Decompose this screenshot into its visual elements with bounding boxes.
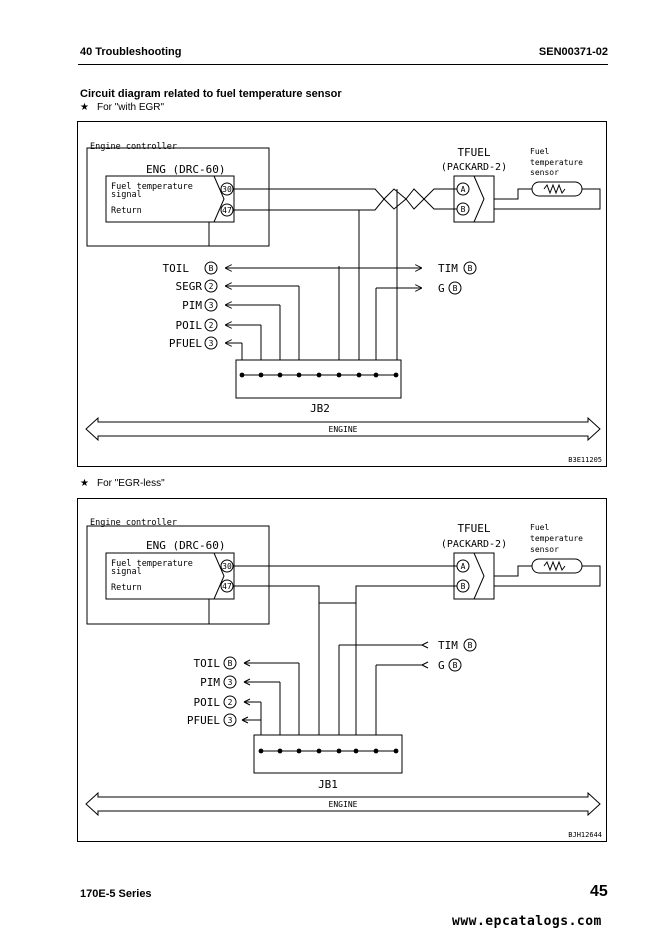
left-connector-pin: B bbox=[228, 659, 233, 668]
pin-47: 47 bbox=[222, 206, 232, 215]
sensor-pin-a: A bbox=[461, 562, 466, 571]
page-title: Circuit diagram related to fuel temperat… bbox=[80, 88, 342, 100]
left-connector-name: TOIL bbox=[163, 262, 190, 275]
diagram-svg: Engine controller ENG (DRC-60) Fuel temp… bbox=[85, 142, 602, 464]
engine-controller-box bbox=[86, 525, 270, 625]
sensor-label-3: sensor bbox=[530, 545, 559, 554]
right-connector-pin: B bbox=[468, 264, 473, 273]
circuit-diagram-with-egr: Engine controller ENG (DRC-60) Fuel temp… bbox=[77, 121, 607, 467]
caption-text: For "with EGR" bbox=[96, 102, 165, 113]
circuit-diagram-egr-less: Engine controller ENG (DRC-60) Fuel temp… bbox=[77, 498, 607, 842]
pin-47: 47 bbox=[222, 582, 232, 591]
sensor-pin-b: B bbox=[461, 582, 466, 591]
tfuel-connector-body bbox=[453, 175, 495, 223]
caption-text: For "EGR-less" bbox=[96, 478, 165, 489]
diagram-svg: Engine controller ENG (DRC-60) Fuel temp… bbox=[85, 518, 602, 839]
left-connector-pin: 3 bbox=[209, 339, 214, 348]
eng-connector-label: ENG (DRC-60) bbox=[146, 163, 225, 176]
junction-label: JB2 bbox=[310, 402, 330, 415]
tfuel-connector-body bbox=[453, 552, 495, 600]
series-label: 170E-5 Series bbox=[80, 888, 152, 900]
right-connector-name: TIM bbox=[438, 639, 458, 652]
sensor-label-1: Fuel bbox=[530, 147, 549, 156]
left-connector-pin: 2 bbox=[209, 321, 214, 330]
tfuel-label: TFUEL bbox=[457, 146, 490, 159]
jb1-dots bbox=[258, 748, 399, 754]
figure-code: BJH12644 bbox=[568, 831, 602, 839]
left-connector-pin: 2 bbox=[228, 698, 233, 707]
right-connector-name: G bbox=[438, 659, 445, 672]
sensor-label-3: sensor bbox=[530, 168, 559, 177]
right-connector-pin: B bbox=[453, 284, 458, 293]
engine-controller-box bbox=[86, 147, 270, 247]
return-label: Return bbox=[111, 206, 142, 216]
doc-code: SEN00371-02 bbox=[538, 46, 608, 58]
left-connector-name: TOIL bbox=[194, 657, 221, 670]
sensor-label-2: temperature bbox=[530, 158, 583, 167]
pin-30: 30 bbox=[222, 562, 232, 571]
signal-label-1: Fuel temperature bbox=[111, 559, 193, 569]
tfuel-label: TFUEL bbox=[457, 522, 490, 535]
left-connector-name: POIL bbox=[194, 696, 221, 709]
left-connector-pin: 3 bbox=[228, 716, 233, 725]
harness-label: ENGINE bbox=[329, 425, 358, 434]
sensor-label-1: Fuel bbox=[530, 523, 549, 532]
header-rule bbox=[78, 64, 608, 65]
sensor-pin-b: B bbox=[461, 205, 466, 214]
eng-connector-body bbox=[105, 552, 235, 600]
right-connector-name: TIM bbox=[438, 262, 458, 275]
engine-harness-arrow bbox=[85, 416, 601, 442]
junction-label: JB1 bbox=[318, 778, 338, 791]
engine-harness-arrow bbox=[85, 791, 601, 817]
return-label: Return bbox=[111, 583, 142, 593]
left-connector-pin: 2 bbox=[209, 282, 214, 291]
right-connector-pin: B bbox=[468, 641, 473, 650]
left-connector-pin: 3 bbox=[228, 678, 233, 687]
jb1-box bbox=[253, 734, 403, 774]
right-connector-name: G bbox=[438, 282, 445, 295]
left-connector-name: SEGR bbox=[176, 280, 203, 293]
pin-30: 30 bbox=[222, 185, 232, 194]
left-connector-name: PIM bbox=[200, 676, 220, 689]
left-connector-name: PIM bbox=[182, 299, 202, 312]
watermark-site: www.epcatalogs.com bbox=[452, 914, 602, 929]
controller-label: Engine controller bbox=[90, 142, 177, 152]
sensor-pin-a: A bbox=[461, 185, 466, 194]
page-number: 45 bbox=[590, 883, 608, 900]
left-connector-pin: B bbox=[209, 264, 214, 273]
left-connector-name: POIL bbox=[176, 319, 203, 332]
diagram-caption: ★ For "with EGR" bbox=[80, 102, 164, 113]
right-connector-pin: B bbox=[453, 661, 458, 670]
sensor-label-2: temperature bbox=[530, 534, 583, 543]
section-title: 40 Troubleshooting bbox=[80, 46, 182, 58]
eng-connector-label: ENG (DRC-60) bbox=[146, 539, 225, 552]
left-connector-name: PFUEL bbox=[187, 714, 220, 727]
controller-label: Engine controller bbox=[90, 518, 177, 528]
diagram-caption: ★ For "EGR-less" bbox=[80, 478, 165, 489]
packard-label: (PACKARD-2) bbox=[441, 162, 507, 173]
signal-label-2: signal bbox=[111, 190, 142, 200]
figure-code: B3E11205 bbox=[568, 456, 602, 464]
star-icon: ★ bbox=[80, 478, 89, 489]
jb2-box bbox=[235, 359, 402, 399]
signal-label-1: Fuel temperature bbox=[111, 182, 193, 192]
jb2-dots bbox=[239, 372, 399, 378]
eng-connector-body bbox=[105, 175, 235, 223]
packard-label: (PACKARD-2) bbox=[441, 539, 507, 550]
star-icon: ★ bbox=[80, 102, 89, 113]
harness-label: ENGINE bbox=[329, 800, 358, 809]
left-connector-pin: 3 bbox=[209, 301, 214, 310]
signal-label-2: signal bbox=[111, 567, 142, 577]
left-connector-name: PFUEL bbox=[169, 337, 202, 350]
